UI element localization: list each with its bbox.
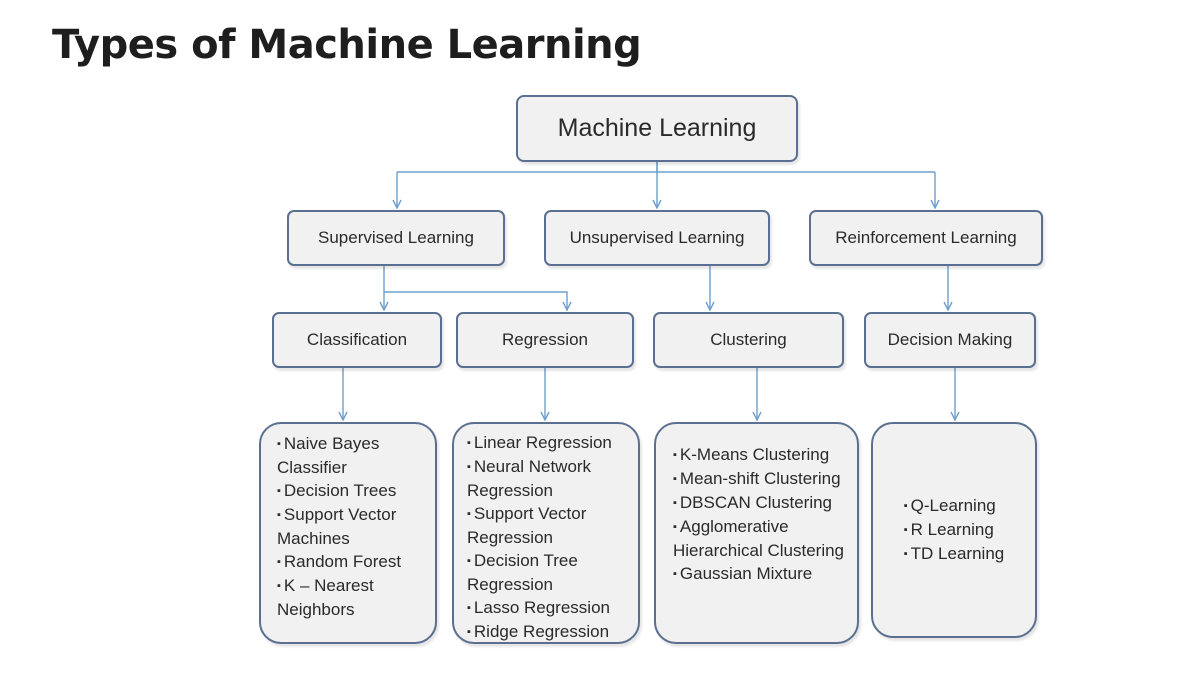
algorithm-label: Decision Tree Regression — [467, 551, 578, 594]
algorithms-decision-making: ▪Q-Learning▪R Learning▪TD Learning — [871, 422, 1037, 638]
algorithm-item: ▪Neural Network Regression — [467, 455, 628, 502]
algorithm-item: ▪Support Vector Machines — [277, 503, 425, 550]
algorithm-label: Linear Regression — [473, 433, 612, 452]
algorithm-label: K – Nearest Neighbors — [277, 576, 374, 619]
algorithm-item: ▪K-Means Clustering — [673, 443, 847, 467]
algorithm-label: K-Means Clustering — [679, 445, 830, 464]
algorithm-label: Random Forest — [283, 552, 402, 571]
algorithm-label: Lasso Regression — [473, 598, 610, 617]
bullet-icon: ▪ — [467, 437, 471, 449]
algorithm-list: ▪Q-Learning▪R Learning▪TD Learning — [904, 494, 1004, 566]
bullet-icon: ▪ — [277, 438, 281, 450]
task-classification: Classification — [272, 312, 442, 368]
task-clustering: Clustering — [653, 312, 844, 368]
bullet-icon: ▪ — [467, 461, 471, 473]
algorithm-list: ▪Linear Regression▪Neural Network Regres… — [467, 431, 628, 644]
algorithm-item: ▪Q-Learning — [904, 494, 1004, 518]
bullet-icon: ▪ — [903, 500, 908, 512]
bullet-icon: ▪ — [277, 509, 281, 521]
algorithm-label: Support Vector Regression — [467, 504, 587, 547]
algorithm-item: ▪Decision Tree Regression — [467, 549, 628, 596]
algorithm-label: Gaussian Mixture — [679, 564, 813, 583]
algorithm-label: Mean-shift Clustering — [679, 469, 841, 488]
root-node: Machine Learning — [516, 95, 798, 162]
task-decision-making: Decision Making — [864, 312, 1036, 368]
category-label: Supervised Learning — [318, 228, 474, 247]
algorithm-item: ▪R Learning — [904, 518, 1004, 542]
bullet-icon: ▪ — [903, 524, 908, 536]
algorithm-item: ▪Ridge Regression — [467, 620, 628, 644]
bullet-icon: ▪ — [903, 548, 908, 560]
bullet-icon: ▪ — [277, 556, 281, 568]
algorithm-label: Q-Learning — [910, 496, 996, 515]
algorithm-list: ▪Naive Bayes Classifier▪Decision Trees▪S… — [277, 432, 425, 621]
algorithm-label: Agglomerative Hierarchical Clustering — [673, 517, 845, 560]
algorithm-item: ▪K – Nearest Neighbors — [277, 574, 425, 621]
algorithm-label: Naive Bayes Classifier — [277, 434, 380, 477]
connector-supervised-to-regression — [384, 291, 567, 310]
bullet-icon: ▪ — [467, 626, 471, 638]
algorithm-label: Decision Trees — [283, 481, 397, 500]
algorithm-label: R Learning — [910, 520, 994, 539]
algorithms-classification: ▪Naive Bayes Classifier▪Decision Trees▪S… — [259, 422, 437, 644]
root-label: Machine Learning — [557, 114, 757, 142]
bullet-icon: ▪ — [277, 485, 281, 497]
category-label: Unsupervised Learning — [569, 228, 745, 247]
algorithm-item: ▪Random Forest — [277, 550, 425, 574]
task-label: Clustering — [710, 330, 787, 349]
category-supervised: Supervised Learning — [287, 210, 505, 266]
task-regression: Regression — [456, 312, 634, 368]
algorithm-item: ▪Lasso Regression — [467, 596, 628, 620]
page-title: Types of Machine Learning — [52, 22, 642, 68]
algorithm-item: ▪Decision Trees — [277, 479, 425, 503]
category-unsupervised: Unsupervised Learning — [544, 210, 770, 266]
algorithm-item: ▪Agglomerative Hierarchical Clustering — [673, 515, 847, 562]
algorithm-list: ▪K-Means Clustering▪Mean-shift Clusterin… — [673, 443, 847, 586]
algorithm-label: Support Vector Machines — [277, 505, 397, 548]
bullet-icon: ▪ — [467, 555, 471, 567]
algorithm-item: ▪Mean-shift Clustering — [673, 467, 847, 491]
category-reinforcement: Reinforcement Learning — [809, 210, 1043, 266]
bullet-icon: ▪ — [467, 602, 471, 614]
algorithm-item: ▪Linear Regression — [467, 431, 628, 455]
algorithm-label: Neural Network Regression — [467, 457, 592, 500]
task-label: Classification — [306, 330, 408, 349]
task-label: Decision Making — [887, 330, 1013, 349]
bullet-icon: ▪ — [673, 497, 677, 509]
algorithm-item: ▪Naive Bayes Classifier — [277, 432, 425, 479]
bullet-icon: ▪ — [467, 508, 471, 520]
bullet-icon: ▪ — [673, 473, 677, 485]
algorithms-regression: ▪Linear Regression▪Neural Network Regres… — [452, 422, 640, 644]
algorithm-label: TD Learning — [910, 544, 1005, 563]
bullet-icon: ▪ — [673, 449, 677, 461]
algorithm-label: Ridge Regression — [473, 622, 610, 641]
algorithm-item: ▪Support Vector Regression — [467, 502, 628, 549]
bullet-icon: ▪ — [673, 568, 677, 580]
task-label: Regression — [502, 330, 588, 349]
algorithm-label: DBSCAN Clustering — [679, 493, 833, 512]
bullet-icon: ▪ — [673, 521, 677, 533]
connector-root-to-supervised — [397, 162, 935, 208]
algorithm-item: ▪TD Learning — [904, 542, 1004, 566]
category-label: Reinforcement Learning — [835, 228, 1017, 247]
algorithm-item: ▪DBSCAN Clustering — [673, 491, 847, 515]
algorithms-clustering: ▪K-Means Clustering▪Mean-shift Clusterin… — [654, 422, 859, 644]
algorithm-item: ▪Gaussian Mixture — [673, 562, 847, 586]
bullet-icon: ▪ — [277, 580, 281, 592]
